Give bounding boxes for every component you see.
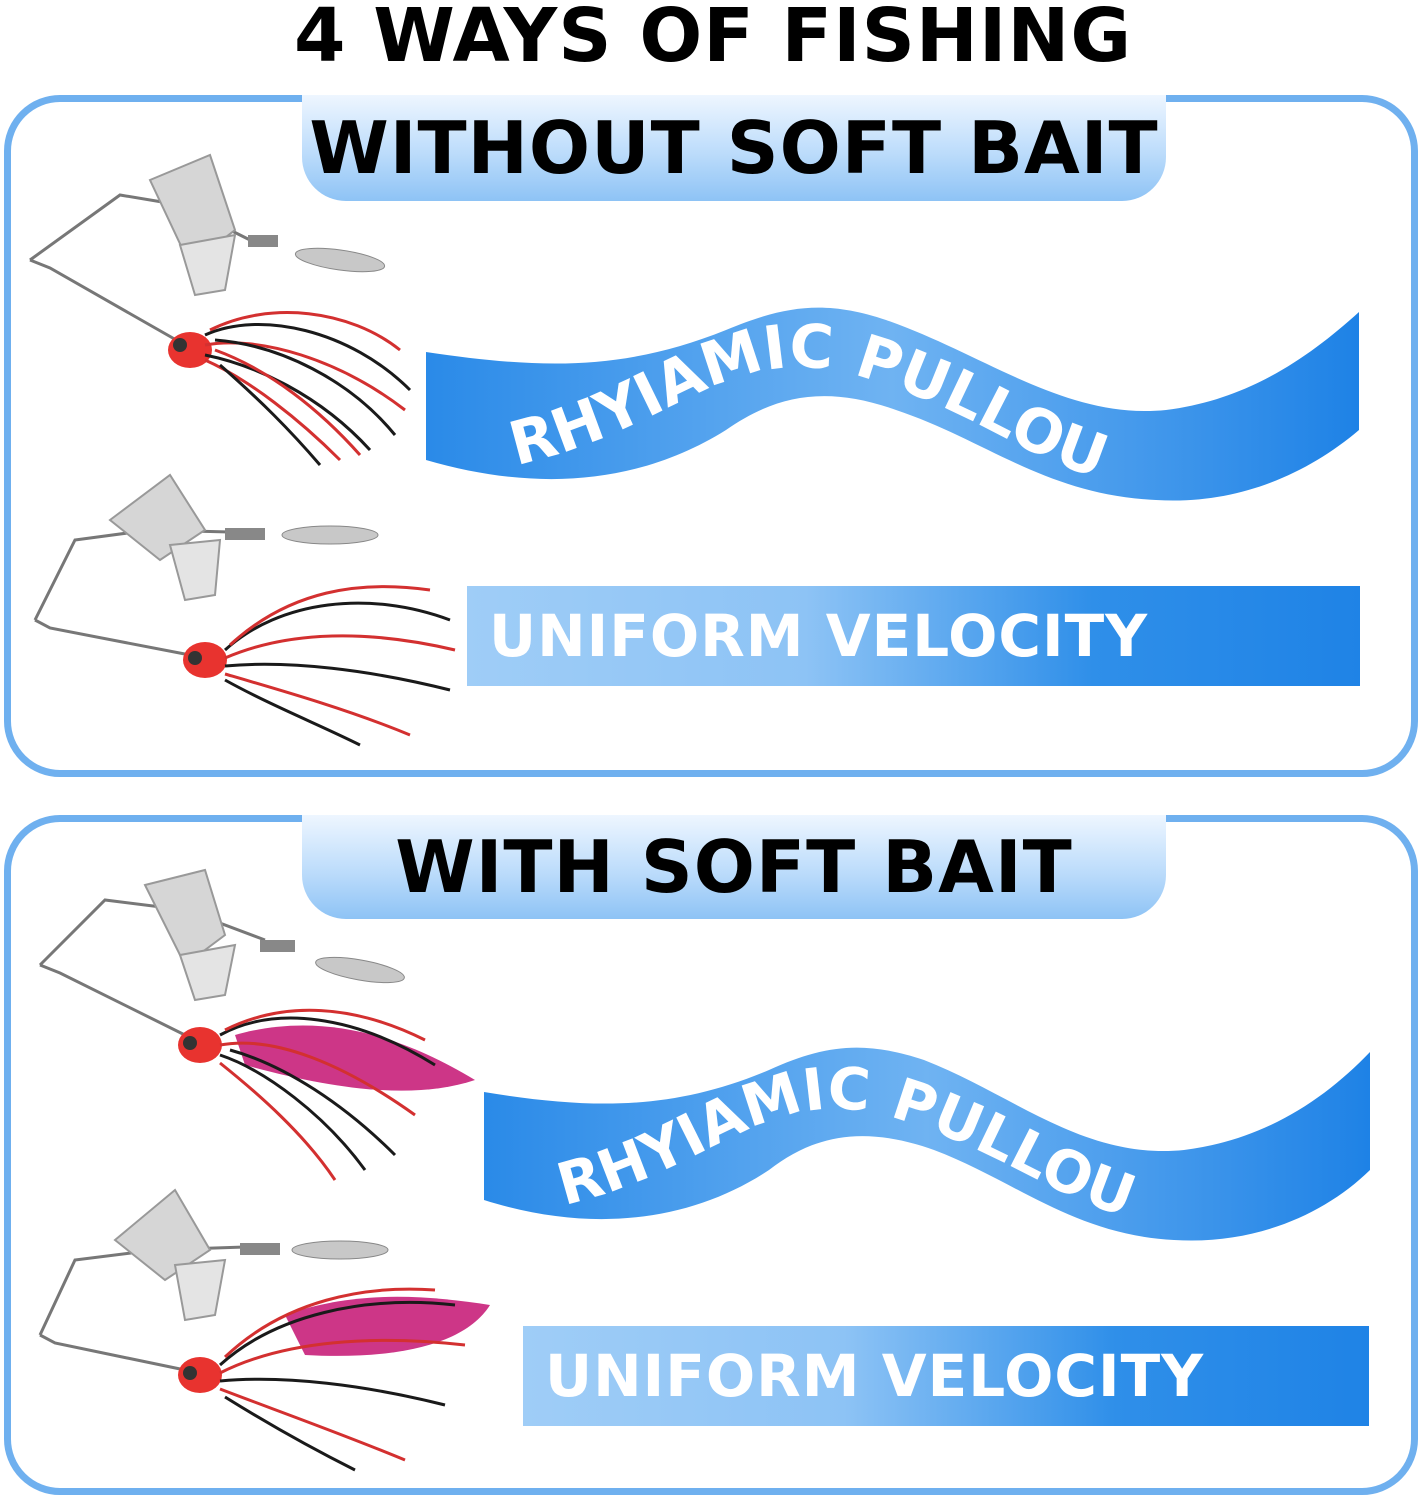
section-heading-without-soft-bait: WITHOUT SOFT BAIT xyxy=(302,95,1166,201)
spinnerbait-soft-bait-lure-image xyxy=(38,1188,490,1472)
uniform-velocity-bar: UNIFORM VELOCITY xyxy=(467,586,1360,686)
rhythmic-pullout-wave: RHYIAMIC PULLOUT xyxy=(426,300,1359,501)
uniform-velocity-bar: UNIFORM VELOCITY xyxy=(523,1326,1369,1426)
section-heading-with-soft-bait: WITH SOFT BAIT xyxy=(302,815,1166,919)
spinnerbait-lure-image xyxy=(29,153,412,466)
page-title: 4 WAYS OF FISHING xyxy=(293,0,1133,79)
rhythmic-pullout-wave: RHYIAMIC PULLOUT xyxy=(484,1040,1370,1241)
spinnerbait-soft-bait-lure-image xyxy=(38,868,475,1181)
spinnerbait-lure-image xyxy=(33,473,456,747)
